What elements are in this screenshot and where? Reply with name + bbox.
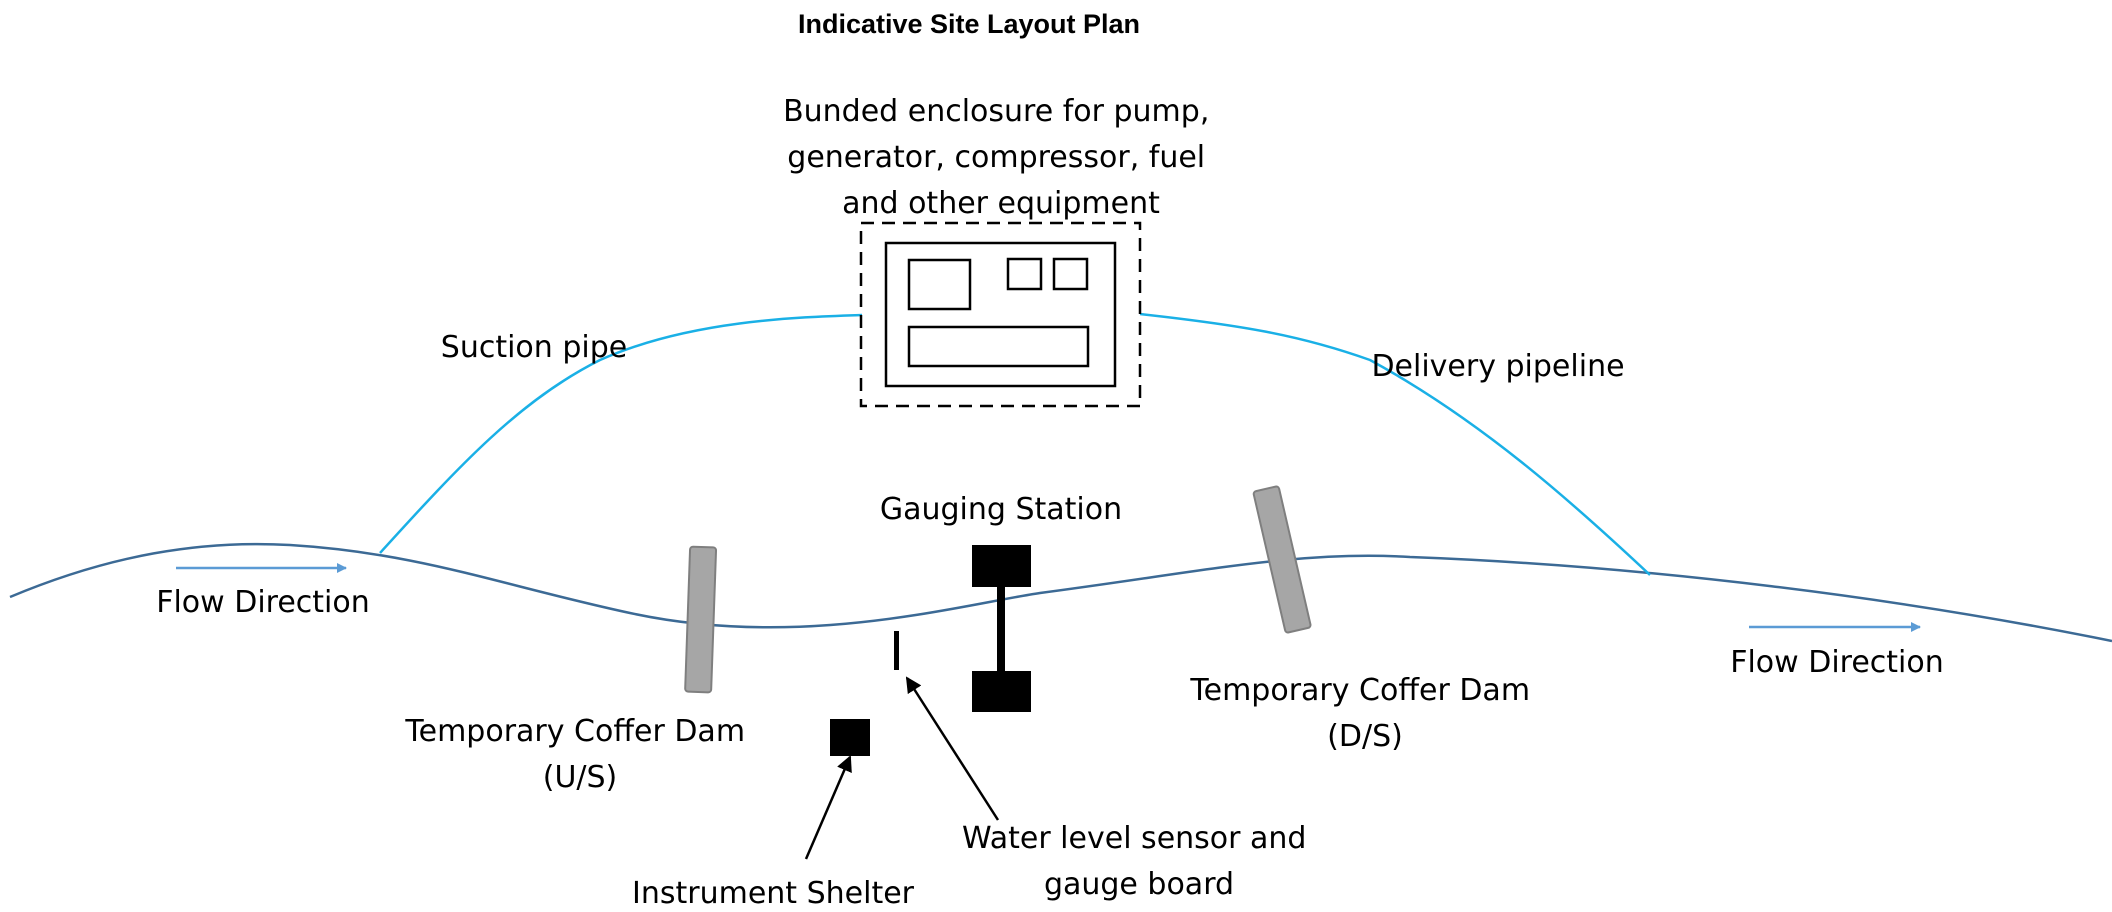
coffer-dam-upstream-label: Temporary Coffer Dam (U/S): [404, 714, 754, 795]
compressor-block: [1052, 257, 1089, 291]
coffer-dam-downstream: [1252, 485, 1312, 634]
water-level-sensor-label: Water level sensor and gauge board: [962, 821, 1316, 902]
diagram-title: Indicative Site Layout Plan: [798, 9, 1140, 39]
pump-block: [907, 258, 972, 311]
instrument-shelter-label: Instrument Shelter: [632, 876, 915, 911]
coffer-dam-upstream: [684, 545, 718, 694]
suction-pipe: [379, 313, 863, 554]
flow-direction-right-label: Flow Direction: [1730, 645, 1944, 680]
equipment-frame: [884, 241, 1117, 388]
coffer-dam-downstream-label: Temporary Coffer Dam (D/S): [1189, 673, 1539, 754]
gauging-station: [972, 545, 1031, 712]
instrument-shelter-box: [830, 719, 870, 756]
delivery-pipeline-label: Delivery pipeline: [1371, 349, 1624, 384]
gauging-station-label: Gauging Station: [880, 492, 1122, 527]
suction-pipe-label: Suction pipe: [441, 330, 627, 365]
bunded-enclosure-label: Bunded enclosure for pump, generator, co…: [783, 94, 1219, 221]
generator-block: [1006, 257, 1043, 291]
water-level-sensor: [894, 631, 899, 670]
sensor-pointer-arrow: [905, 676, 1000, 821]
fuel-tank-block: [907, 325, 1090, 368]
bunded-enclosure: [859, 221, 1142, 408]
delivery-pipeline: [1139, 312, 1651, 576]
flow-direction-left-label: Flow Direction: [156, 585, 370, 620]
shelter-pointer-arrow: [804, 755, 852, 860]
